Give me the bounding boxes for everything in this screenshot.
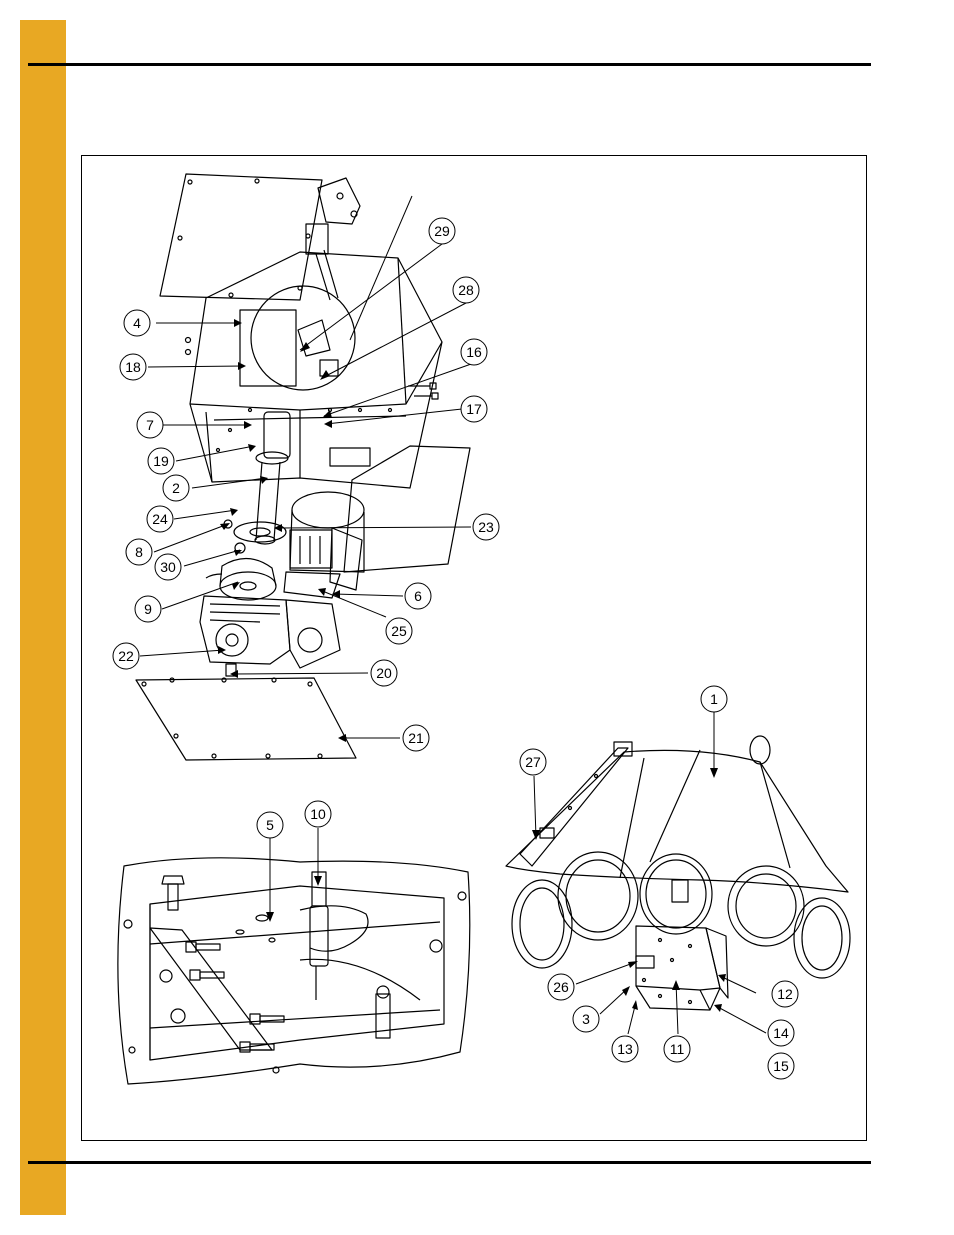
callout-18: 18 <box>125 359 141 375</box>
callout-11: 11 <box>670 1041 685 1057</box>
callout-20: 20 <box>376 665 392 681</box>
callout-21: 21 <box>408 730 424 746</box>
main-housing <box>189 251 443 489</box>
callout-5: 5 <box>266 817 274 833</box>
drive-shaft <box>254 411 291 545</box>
leader-arrows <box>218 319 726 1012</box>
callout-13: 13 <box>617 1041 633 1057</box>
electric-motor <box>283 491 365 599</box>
coupling <box>205 557 277 601</box>
loose-fasteners <box>184 336 439 400</box>
footer-rule <box>28 1161 871 1164</box>
callout-2: 2 <box>172 480 180 496</box>
leader-lines <box>139 195 767 1035</box>
callout-22: 22 <box>118 648 134 664</box>
callout-25: 25 <box>391 623 407 639</box>
callout-3: 3 <box>582 1011 590 1027</box>
top-cover-plate <box>159 173 323 301</box>
diagram-frame <box>81 155 867 1141</box>
callout-10: 10 <box>310 806 326 822</box>
callout-26: 26 <box>553 979 569 995</box>
distributor-head <box>505 735 849 893</box>
callout-28: 28 <box>458 282 474 298</box>
callout-4: 4 <box>133 315 141 331</box>
callout-6: 6 <box>414 588 422 604</box>
callout-23: 23 <box>478 519 494 535</box>
callout-19: 19 <box>153 453 169 469</box>
callout-8: 8 <box>135 544 143 560</box>
callout-circles <box>112 217 799 1080</box>
callout-9: 9 <box>144 601 152 617</box>
callout-29: 29 <box>434 223 450 239</box>
callout-16: 16 <box>466 344 482 360</box>
mounting-plate <box>329 445 471 573</box>
side-tab <box>20 20 66 1215</box>
detail-view <box>117 857 471 1085</box>
callout-30: 30 <box>160 559 176 575</box>
callout-7: 7 <box>146 417 154 433</box>
callout-27: 27 <box>525 754 541 770</box>
callout-15: 15 <box>773 1058 789 1074</box>
callout-1: 1 <box>710 691 718 707</box>
callout-17: 17 <box>466 401 482 417</box>
callout-12: 12 <box>777 986 793 1002</box>
callout-labels: 1 2 3 4 5 6 7 8 9 10 11 12 13 14 15 16 1… <box>118 223 793 1074</box>
hinged-lid <box>519 741 633 867</box>
callout-14: 14 <box>773 1025 789 1041</box>
spouts <box>511 851 851 979</box>
bottom-cover-plate <box>135 677 357 761</box>
header-rule <box>28 63 871 66</box>
gate-housing <box>635 925 729 1011</box>
gear-reducer <box>199 595 341 677</box>
callout-24: 24 <box>152 511 168 527</box>
bearing-flange <box>223 519 287 554</box>
